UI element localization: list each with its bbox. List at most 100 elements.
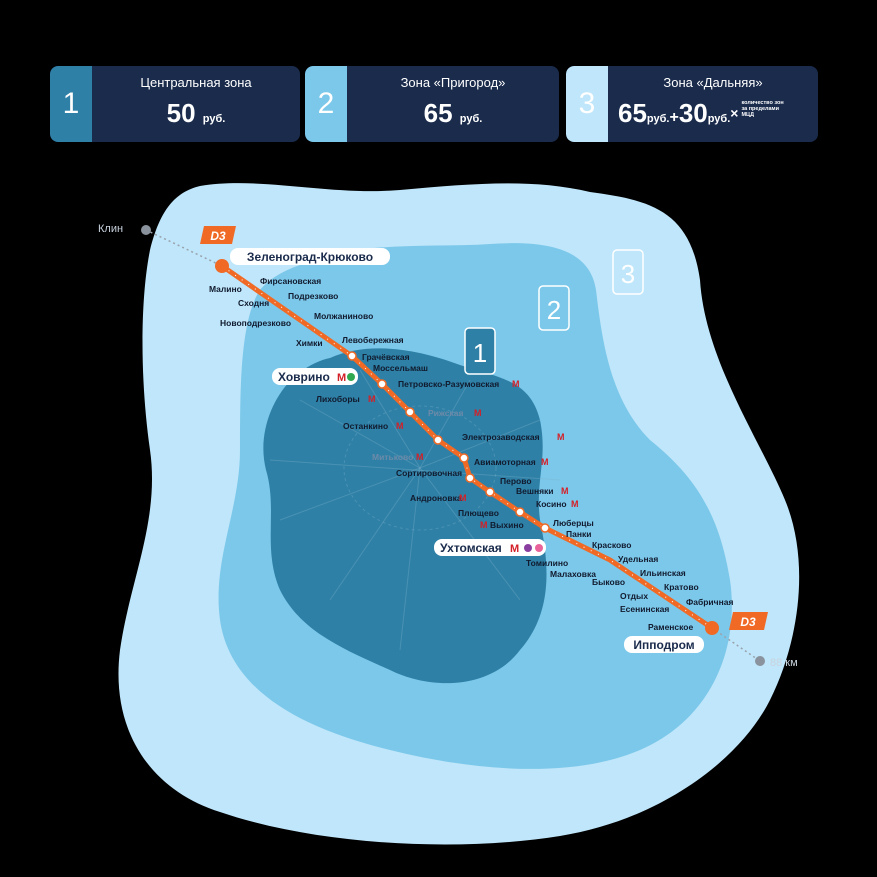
- station-label: Моссельмаш: [373, 363, 428, 373]
- station-label: Косино: [536, 499, 567, 509]
- end-label-south: 88 км: [770, 657, 798, 669]
- zone-price-central: 50 руб.: [92, 98, 300, 129]
- price-value: 65: [423, 98, 453, 128]
- station-label: Лихоборы: [316, 394, 360, 404]
- station-label: Выхино: [490, 520, 524, 530]
- station-label: Сходня: [238, 298, 269, 308]
- zone-title-far: Зона «Дальняя»: [663, 75, 763, 90]
- terminal-north-dot: [215, 259, 229, 273]
- metro-icon: M: [541, 457, 549, 467]
- station-labels: Фирсановская Малино Подрезково Сходня Мо…: [209, 276, 733, 632]
- metro-icon: M: [459, 493, 467, 503]
- zone-card-central: 1 Центральная зона 50 руб.: [50, 66, 300, 142]
- hub-name-ukhtomskaya: Ухтомская: [440, 541, 502, 555]
- station-transfer-icon: [540, 523, 550, 533]
- metro-line-2-icon: [347, 373, 355, 381]
- station-label: Грачёвская: [362, 352, 410, 362]
- station-label: Малино: [209, 284, 242, 294]
- d3-badge-south: D3: [729, 612, 768, 630]
- multiply-sign: ×: [730, 105, 739, 121]
- station-label: Подрезково: [288, 291, 338, 301]
- metro-icon: M: [512, 379, 520, 389]
- station-label: Вешняки: [516, 486, 554, 496]
- extra-zones-note: количество зон за пределами МЦД: [741, 100, 784, 118]
- price-currency: руб.: [646, 113, 670, 125]
- hub-khovrino: Ховрино M: [272, 368, 358, 385]
- station-label: Фабричная: [686, 597, 733, 607]
- extra-price-currency: руб.: [707, 113, 731, 125]
- station-label: Плющево: [458, 508, 499, 518]
- end-dot-north: [141, 225, 151, 235]
- d3-badge-north: D3: [200, 226, 236, 244]
- d3-label: D3: [740, 615, 756, 629]
- metro-icon: M: [571, 499, 579, 509]
- terminal-label-north: Зеленоград-Крюково: [230, 248, 390, 265]
- price-value: 50: [166, 98, 196, 128]
- zone-number-2: 2: [305, 66, 347, 142]
- station-label: Авиамоторная: [474, 457, 536, 467]
- terminal-name-north: Зеленоград-Крюково: [247, 250, 373, 264]
- station-transfer-icon: [515, 507, 525, 517]
- station-transfer-icon: [485, 487, 495, 497]
- zone-card-suburb: 2 Зона «Пригород» 65 руб.: [305, 66, 559, 142]
- metro-icon: M: [474, 408, 482, 418]
- station-label: Молжаниново: [314, 311, 373, 321]
- zone-title-suburb: Зона «Пригород»: [400, 75, 506, 90]
- metro-icon: M: [396, 421, 404, 431]
- metro-icon: M: [510, 543, 519, 555]
- zone-number-3: 3: [566, 66, 608, 142]
- station-label: Красково: [592, 540, 631, 550]
- station-transfer-icon: [377, 379, 387, 389]
- metro-icon: M: [416, 452, 424, 462]
- station-label: Сортировочная: [396, 468, 462, 478]
- station-label: Рижская: [428, 408, 464, 418]
- zone-badge-2: 2: [538, 285, 570, 331]
- station-label: Фирсановская: [260, 276, 321, 286]
- zone-badge-1: 1: [464, 327, 496, 375]
- terminal-name-south: Ипподром: [633, 638, 694, 652]
- station-label: Электрозаводская: [462, 432, 540, 442]
- terminal-label-south: Ипподром: [624, 636, 704, 653]
- zone-label-3: 3: [621, 259, 635, 289]
- station-transfer-icon: [405, 407, 415, 417]
- station-label: Раменское: [648, 622, 693, 632]
- zone-label-2: 2: [547, 295, 561, 325]
- zone-price-suburb: 65 руб.: [347, 98, 559, 129]
- station-label: Люберцы: [553, 518, 594, 528]
- price-currency: руб.: [459, 113, 483, 125]
- station-label: Быково: [592, 577, 625, 587]
- metro-line-7-icon: [524, 544, 532, 552]
- price-currency: руб.: [202, 113, 226, 125]
- extra-price-value: 30: [678, 98, 708, 128]
- station-transfer-icon: [465, 473, 475, 483]
- zone-number-1: 1: [50, 66, 92, 142]
- metro-icon: M: [480, 520, 488, 530]
- station-label: Кратово: [664, 582, 699, 592]
- station-label: Есенинская: [620, 604, 669, 614]
- d3-label: D3: [210, 229, 226, 243]
- zone-badge-3: 3: [612, 249, 644, 295]
- zone-price-far: 65руб.+30руб.×количество зон за пределам…: [618, 98, 818, 129]
- station-label: Останкино: [343, 421, 388, 431]
- zone-1-area: [263, 348, 547, 684]
- station-label: Отдых: [620, 591, 648, 601]
- end-label-north: Клин: [98, 223, 123, 235]
- hub-name-khovrino: Ховрино: [278, 370, 330, 384]
- station-label: Малаховка: [550, 569, 596, 579]
- metro-icon: M: [368, 394, 376, 404]
- metro-icon: M: [557, 432, 565, 442]
- plus-sign: +: [669, 109, 679, 126]
- terminal-south-dot: [705, 621, 719, 635]
- station-label: Андроновка: [410, 493, 462, 503]
- station-label: Томилино: [526, 558, 568, 568]
- station-label: Химки: [296, 338, 323, 348]
- line-continuation-north: [145, 229, 223, 267]
- station-label: Петровско-Разумовская: [398, 379, 499, 389]
- station-label: Перово: [500, 476, 532, 486]
- station-label: Удельная: [618, 554, 658, 564]
- station-label: Митьково: [372, 452, 413, 462]
- station-label: Ильинская: [640, 568, 686, 578]
- station-transfer-icon: [459, 453, 469, 463]
- station-label: Новоподрезково: [220, 318, 291, 328]
